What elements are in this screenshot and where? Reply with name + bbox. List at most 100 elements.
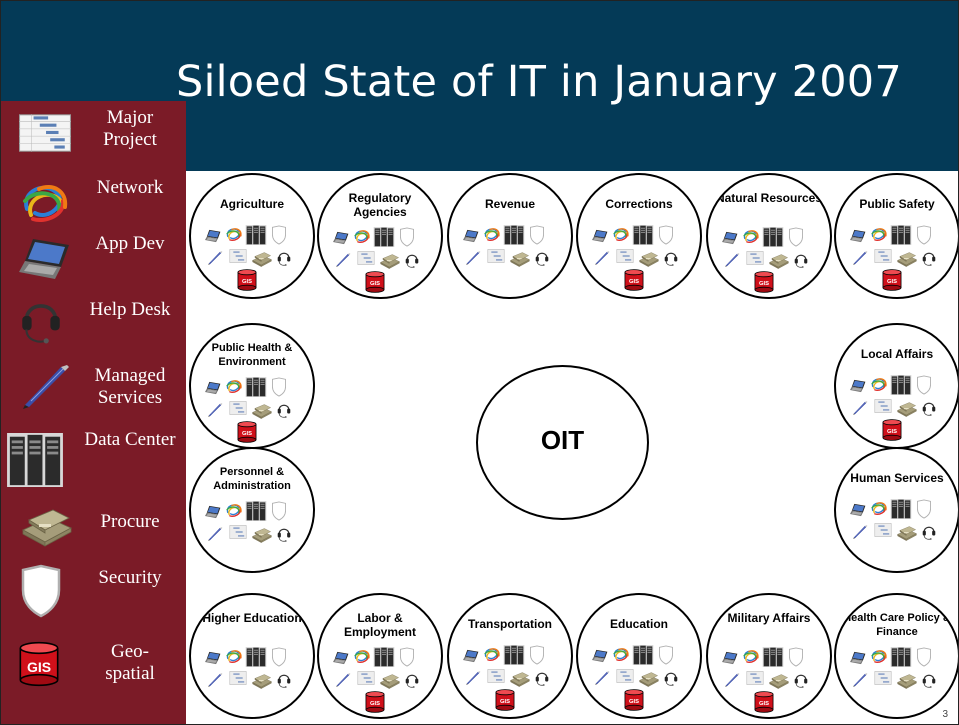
shield-icon [271,647,287,672]
money-stack-icon [19,501,72,552]
network-cables-icon [19,179,71,230]
department-circle: Revenue [447,173,573,299]
gis-drum-icon: GIS [624,689,644,716]
headset-icon [922,399,936,422]
laptop-icon [19,237,71,286]
shield-icon [399,647,415,672]
department-name: Public Safety [859,197,935,211]
shield-icon [529,645,545,670]
laptop-icon [333,651,349,670]
department-name: Transportation [467,617,552,631]
gis-drum-icon: GIS [365,271,385,297]
laptop-icon [850,503,866,522]
svg-text:GIS: GIS [629,279,639,285]
headset-icon [535,669,549,692]
laptop-icon [333,231,349,250]
pen-icon [724,673,740,692]
network-cables-icon [225,501,243,524]
network-cables-icon [483,225,501,248]
department-name: Human Services [850,471,944,485]
department-circle: Health Care Policy & Finance [834,593,958,719]
department-name: Natural Resources [715,191,823,205]
server-rack-icon [890,225,912,250]
headset-icon [405,671,419,694]
department-name: Corrections [605,197,673,211]
department-circle: Higher Education [189,593,315,719]
legend-label: Network [96,177,164,198]
gantt-chart-icon [229,525,247,544]
shield-icon [658,225,674,250]
network-cables-icon [870,225,888,248]
laptop-icon [850,651,866,670]
server-rack-icon [632,225,654,250]
gantt-chart-icon [874,671,892,690]
shield-icon [658,645,674,670]
headset-icon [277,525,291,548]
gantt-chart-icon [746,251,764,270]
laptop-icon [592,229,608,248]
pen-icon [594,251,610,270]
money-stack-icon [768,251,790,274]
department-name: Health Care Policy & Finance [843,612,951,638]
gis-drum-icon: GIS [495,689,515,716]
laptop-icon [205,505,221,524]
money-stack-icon [509,669,531,692]
network-cables-icon [612,645,630,668]
pen-icon [207,527,223,546]
shield-icon [916,225,932,250]
network-cables-icon [870,499,888,522]
pen-icon [852,401,868,420]
svg-text:GIS: GIS [759,281,769,287]
server-rack-icon [245,647,267,672]
server-rack-icon [890,647,912,672]
headset-icon [19,295,71,350]
server-rack-icon [762,227,784,252]
department-name: Local Affairs [860,347,934,361]
gis-drum-icon: GIS [624,269,644,296]
department-name: Agriculture [219,197,284,211]
network-cables-icon [225,225,243,248]
legend-label: Managed Services [94,365,166,408]
money-stack-icon [251,401,273,424]
money-stack-icon [251,671,273,694]
gis-drum-icon: GIS [19,641,71,692]
pen-icon [594,671,610,690]
svg-text:GIS: GIS [370,701,380,707]
gantt-chart-icon [746,671,764,690]
money-stack-icon [251,249,273,272]
gantt-chart-icon [19,113,71,158]
shield-icon [788,227,804,252]
pen-icon [724,253,740,272]
money-stack-icon [896,399,918,422]
network-cables-icon [612,225,630,248]
pen-icon [207,251,223,270]
laptop-icon [463,649,479,668]
laptop-icon [722,231,738,250]
server-rack-icon [762,647,784,672]
laptop-icon [463,229,479,248]
money-stack-icon [638,669,660,692]
headset-icon [277,401,291,424]
department-name: Labor & Employment [343,611,416,639]
gis-drum-icon: GIS [365,691,385,717]
legend-label: Geo-spatial [105,641,155,684]
headset-icon [922,523,936,546]
money-stack-icon [251,525,273,548]
shield-icon [916,375,932,400]
headset-icon [277,671,291,694]
server-rack-icon [245,377,267,402]
legend-label: Procure [100,511,160,532]
laptop-icon [205,651,221,670]
server-rack-icon [632,645,654,670]
gantt-chart-icon [229,401,247,420]
money-stack-icon [379,671,401,694]
department-name: Personnel & Administration [213,466,291,492]
headset-icon [922,671,936,694]
